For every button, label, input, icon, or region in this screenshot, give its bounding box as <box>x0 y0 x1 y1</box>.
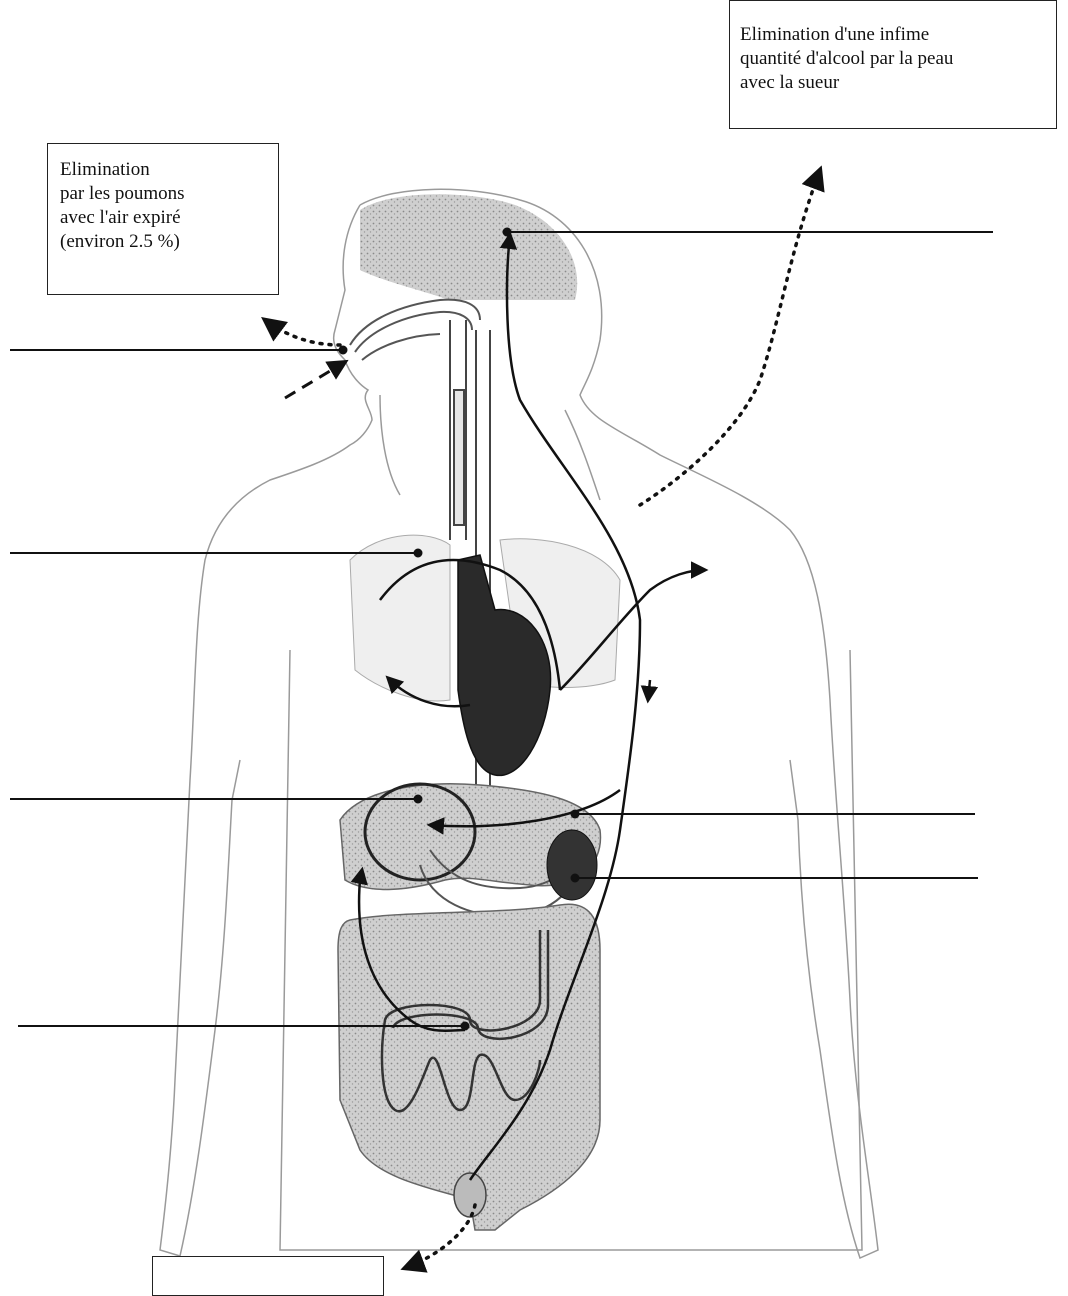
lungs-label-line-2: par les poumons <box>60 182 268 206</box>
lungs-label-line-3: avec l'air expiré <box>60 206 268 230</box>
inhalation-arrow <box>285 362 345 398</box>
skin-label-line-2: quantité d'alcool par la peau <box>740 47 1046 71</box>
lungs-label-line-4: (environ 2.5 %) <box>60 230 268 254</box>
bottom-elimination-label <box>152 1256 384 1296</box>
lungs-elimination-label: Elimination par les poumons avec l'air e… <box>47 143 279 295</box>
lungs-label-line-1: Elimination <box>60 158 268 182</box>
skin-label-line-3: avec la sueur <box>740 71 1046 95</box>
kidney <box>547 830 597 900</box>
skin-elimination-label: Elimination d'une infime quantité d'alco… <box>729 0 1057 129</box>
skin-label-line-1: Elimination d'une infime <box>740 23 1046 47</box>
nasal-passage <box>350 300 480 360</box>
